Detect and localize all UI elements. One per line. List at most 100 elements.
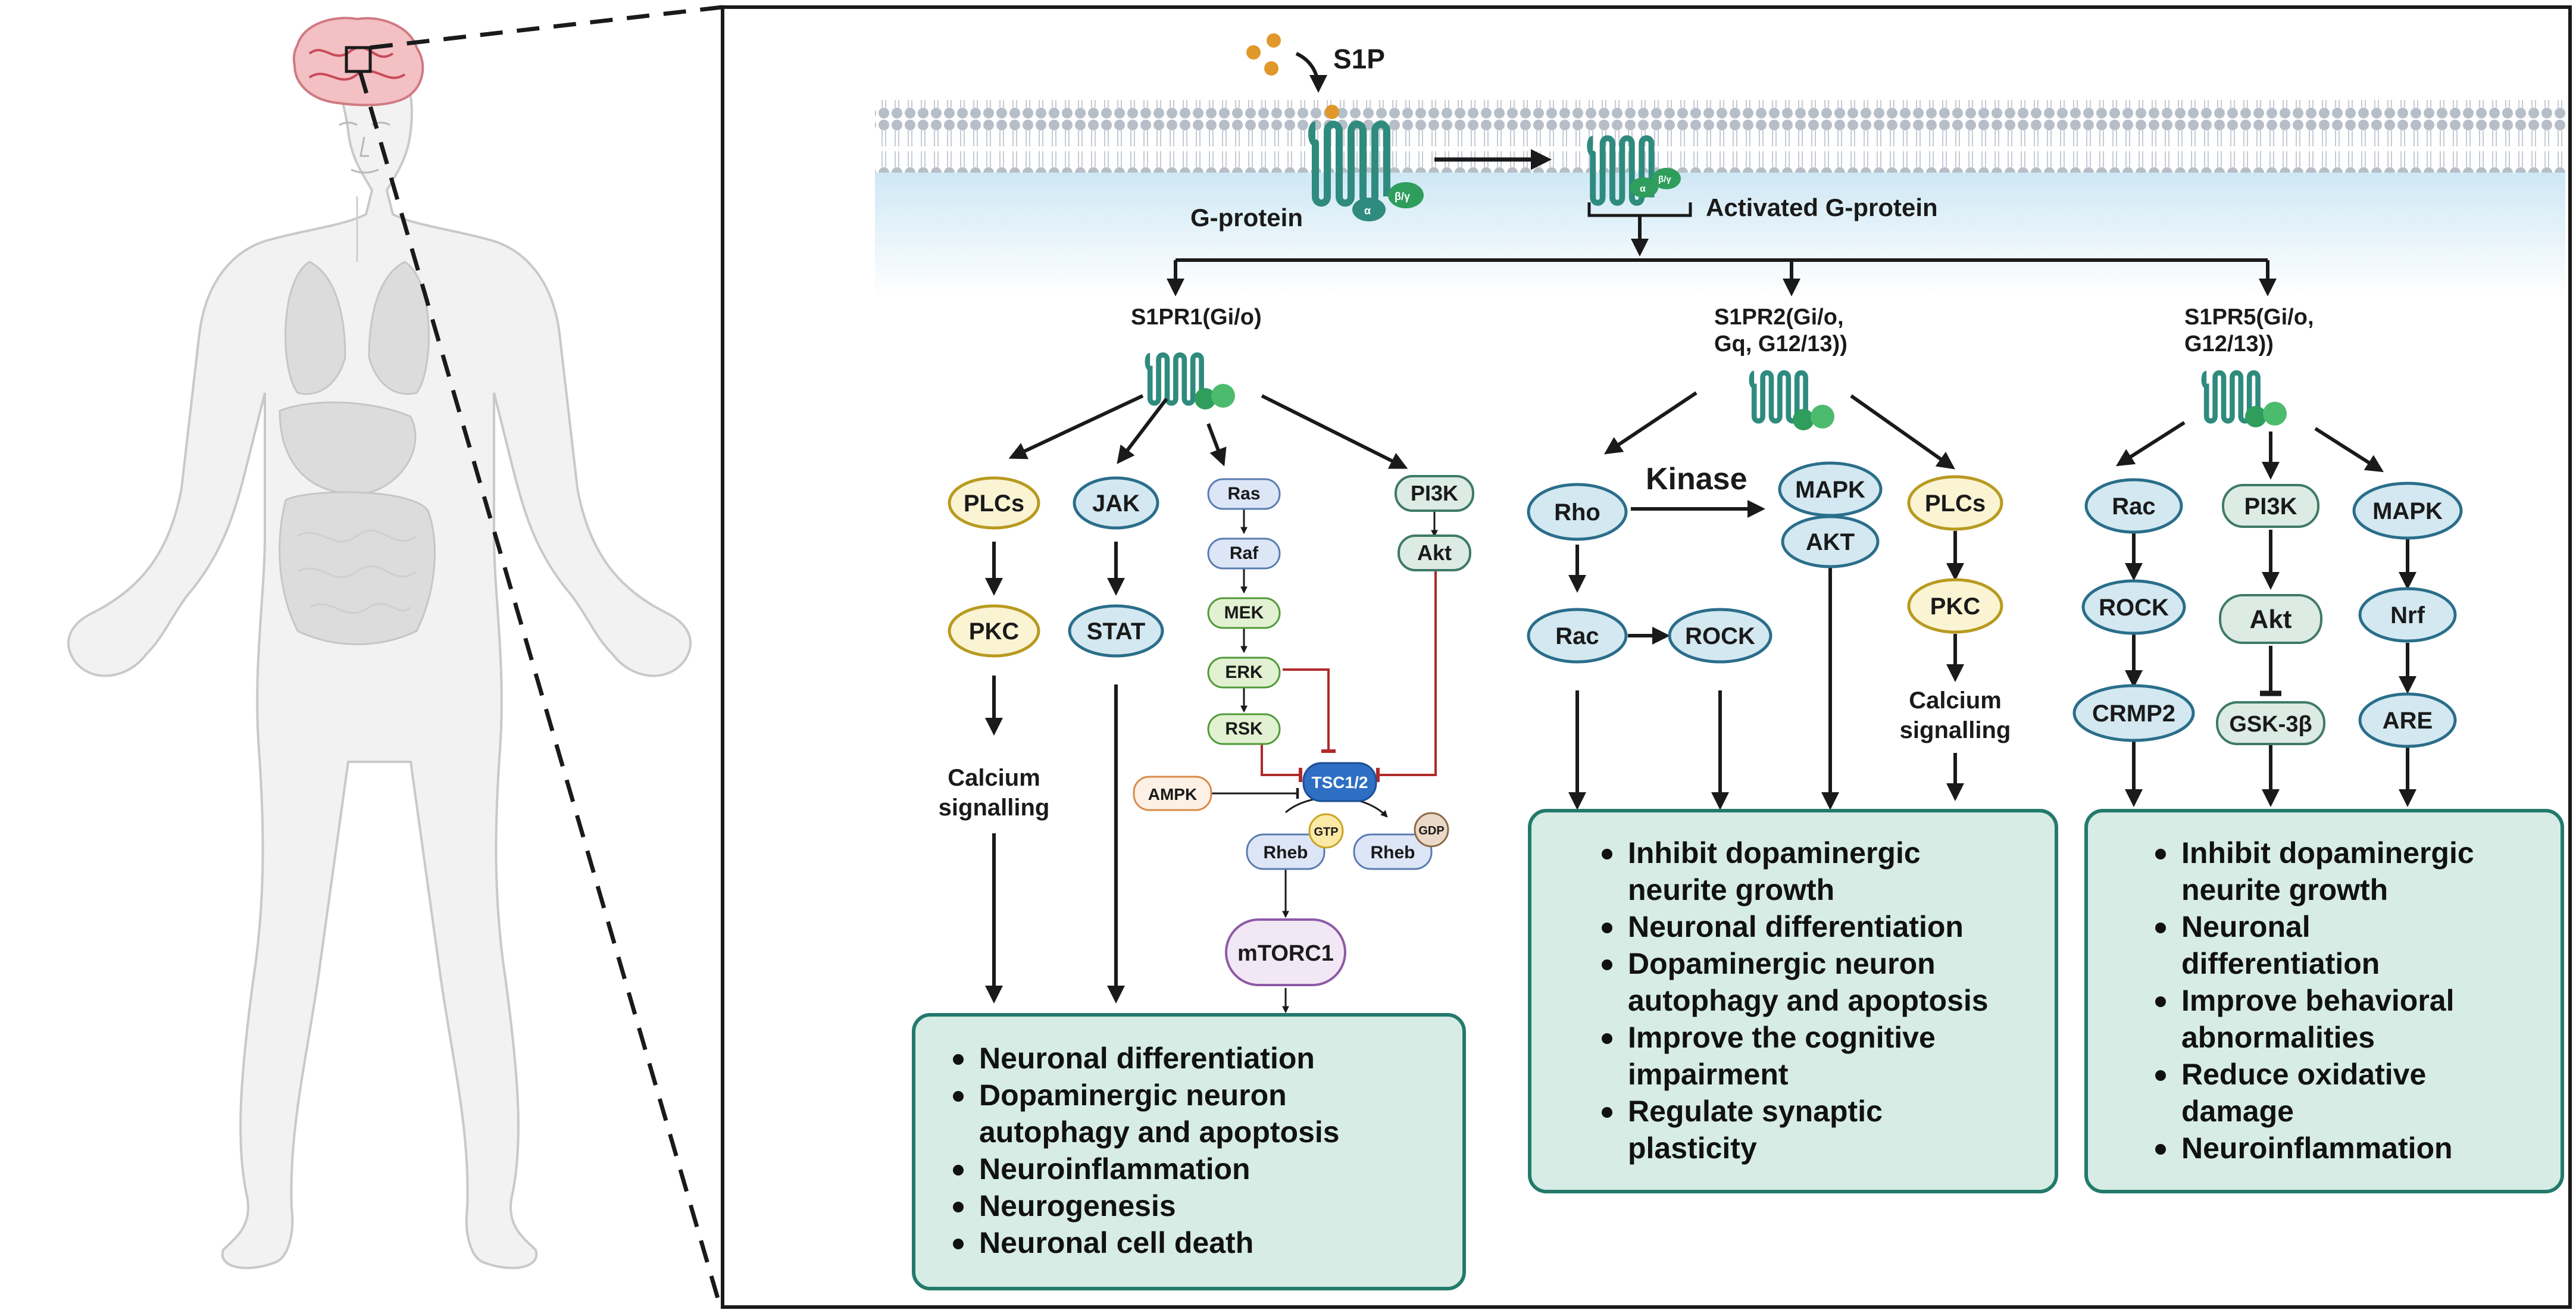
outcome-item-line: Improve behavioral xyxy=(2181,984,2455,1017)
svg-text:MEK: MEK xyxy=(1224,603,1264,623)
svg-text:PLCs: PLCs xyxy=(964,490,1024,517)
bullet-dot xyxy=(2155,996,2166,1007)
svg-text:β/γ: β/γ xyxy=(1658,174,1671,185)
bullet-dot xyxy=(953,1202,964,1212)
ampk-node xyxy=(1133,776,1212,811)
ras-node xyxy=(1207,478,1281,510)
svg-text:GTP: GTP xyxy=(1314,826,1338,839)
s1pr5-mapk-node xyxy=(2352,482,2463,540)
rheb-gdp-node xyxy=(1353,833,1433,870)
cell-membrane xyxy=(875,100,2565,173)
s1pr5-outcome-box xyxy=(2084,809,2564,1193)
svg-text:Rac: Rac xyxy=(1555,623,1599,649)
bullet-dot xyxy=(1602,849,1612,859)
svg-text:RSK: RSK xyxy=(1225,719,1263,739)
s1pr2-outcome-box xyxy=(1528,809,2058,1193)
outcome-item-line: Inhibit dopaminergic xyxy=(1628,836,1921,870)
outcome-item-line: Neuronal xyxy=(2181,910,2311,943)
bullet-dot xyxy=(2155,1144,2166,1155)
receptor-branch-connector xyxy=(1167,258,2277,296)
s1pr1-pkc-node xyxy=(948,604,1040,658)
s1pr1-akt-node xyxy=(1398,534,1471,571)
gsk3b-node xyxy=(2216,701,2325,745)
svg-text:β/γ: β/γ xyxy=(1395,190,1410,202)
outcome-item-line: Neuroinflammation xyxy=(2181,1131,2453,1165)
outcome-item-line: differentiation xyxy=(2181,947,2380,980)
svg-text:AKT: AKT xyxy=(1806,529,1855,555)
s1pr2-rac-node xyxy=(1527,608,1628,664)
svg-text:PKC: PKC xyxy=(1930,593,1980,620)
outcome-item-line: Neuronal differentiation xyxy=(979,1042,1315,1075)
s1pr5-rac-node xyxy=(2084,478,2183,534)
bullet-dot xyxy=(953,1054,964,1065)
svg-text:TSC1/2: TSC1/2 xyxy=(1312,773,1368,792)
kinase-label: Kinase xyxy=(1646,462,1747,496)
outcome-item-line: Inhibit dopaminergic xyxy=(2181,836,2474,870)
outcome-item-line: abnormalities xyxy=(2181,1021,2375,1054)
erk-node xyxy=(1207,656,1281,689)
s1pr1-pathway: PLCs JAK PKC STAT Calcium signalling Ras… xyxy=(939,394,1474,1014)
gpcr-receptor-icon xyxy=(1308,120,1390,207)
svg-text:MAPK: MAPK xyxy=(1795,477,1865,503)
s1pr1-pi3k-node xyxy=(1395,475,1474,512)
s1p-label: S1P xyxy=(1333,43,1385,74)
svg-text:AMPK: AMPK xyxy=(1148,785,1197,804)
svg-text:JAK: JAK xyxy=(1092,490,1140,517)
s1pr2-akt-node xyxy=(1781,515,1880,568)
outcome-item-line: impairment xyxy=(1628,1058,1789,1091)
s1p-ligand-icon xyxy=(1246,33,1339,119)
outcome-item-line: Dopaminergic neuron xyxy=(1628,947,1936,980)
svg-text:CRMP2: CRMP2 xyxy=(2092,701,2175,727)
s1pr2-label-line2: Gq, G12/13)) xyxy=(1714,332,1847,357)
outcome-item-line: Neuronal cell death xyxy=(979,1226,1253,1259)
svg-text:ARE: ARE xyxy=(2383,708,2433,734)
s1pr1-stat-node xyxy=(1068,604,1164,658)
raf-node xyxy=(1207,537,1281,570)
outcome-item-line: Neurogenesis xyxy=(979,1189,1176,1223)
outcome-item-line: Improve the cognitive xyxy=(1628,1021,1936,1054)
svg-text:PKC: PKC xyxy=(969,618,1019,645)
tsc-complex-node xyxy=(1302,762,1377,802)
outcome-item-line: Neuroinflammation xyxy=(979,1152,1251,1186)
activated-g-protein-subunits-icon: α β/γ xyxy=(1630,168,1681,198)
mek-node xyxy=(1207,597,1281,629)
outcome-item-line: autophagy and apoptosis xyxy=(979,1115,1340,1149)
g-protein-subunits-icon: α β/γ xyxy=(1352,182,1424,221)
bullet-dot xyxy=(953,1091,964,1102)
svg-text:α: α xyxy=(1640,184,1646,194)
outcome-item-line: Dopaminergic neuron xyxy=(979,1078,1287,1112)
outcome-item-line: Neuronal differentiation xyxy=(1628,910,1964,943)
bullet-dot xyxy=(2155,923,2166,933)
brain-icon xyxy=(292,17,424,107)
svg-text:Rho: Rho xyxy=(1554,499,1600,526)
are-node xyxy=(2358,692,2457,748)
rsk-node xyxy=(1207,713,1281,745)
zoom-connector-lines xyxy=(358,5,723,1307)
svg-text:Akt: Akt xyxy=(2250,605,2292,634)
cytoplasm-region xyxy=(875,173,2565,298)
svg-text:Ras: Ras xyxy=(1227,484,1260,504)
s1pr2-plcs-node xyxy=(1907,475,2003,531)
outcome-item-line: autophagy and apoptosis xyxy=(1628,984,1989,1017)
outcome-item-line: plasticity xyxy=(1628,1131,1757,1165)
bullet-dot xyxy=(1602,1107,1612,1118)
svg-text:Rheb: Rheb xyxy=(1264,843,1308,862)
s1pr5-label-line2: G12/13)) xyxy=(2184,332,2274,357)
outcome-item-line: Reduce oxidative xyxy=(2181,1058,2426,1091)
rheb-gtp-node xyxy=(1246,833,1325,870)
crmp2-node xyxy=(2072,684,2195,742)
bullet-dot xyxy=(953,1239,964,1249)
rho-node xyxy=(1527,483,1628,541)
outcome-item-line: damage xyxy=(2181,1095,2294,1128)
svg-text:Akt: Akt xyxy=(1417,540,1452,565)
s1pr1-calcium-line1: Calcium xyxy=(948,765,1040,791)
s1pr1-plcs-node xyxy=(948,476,1040,530)
svg-text:Rac: Rac xyxy=(2112,493,2155,520)
svg-text:ROCK: ROCK xyxy=(2099,595,2169,621)
human-body-illustration xyxy=(67,17,692,1270)
nrf-node xyxy=(2358,587,2457,643)
svg-text:ERK: ERK xyxy=(1225,662,1263,682)
gtp-badge xyxy=(1308,813,1344,849)
